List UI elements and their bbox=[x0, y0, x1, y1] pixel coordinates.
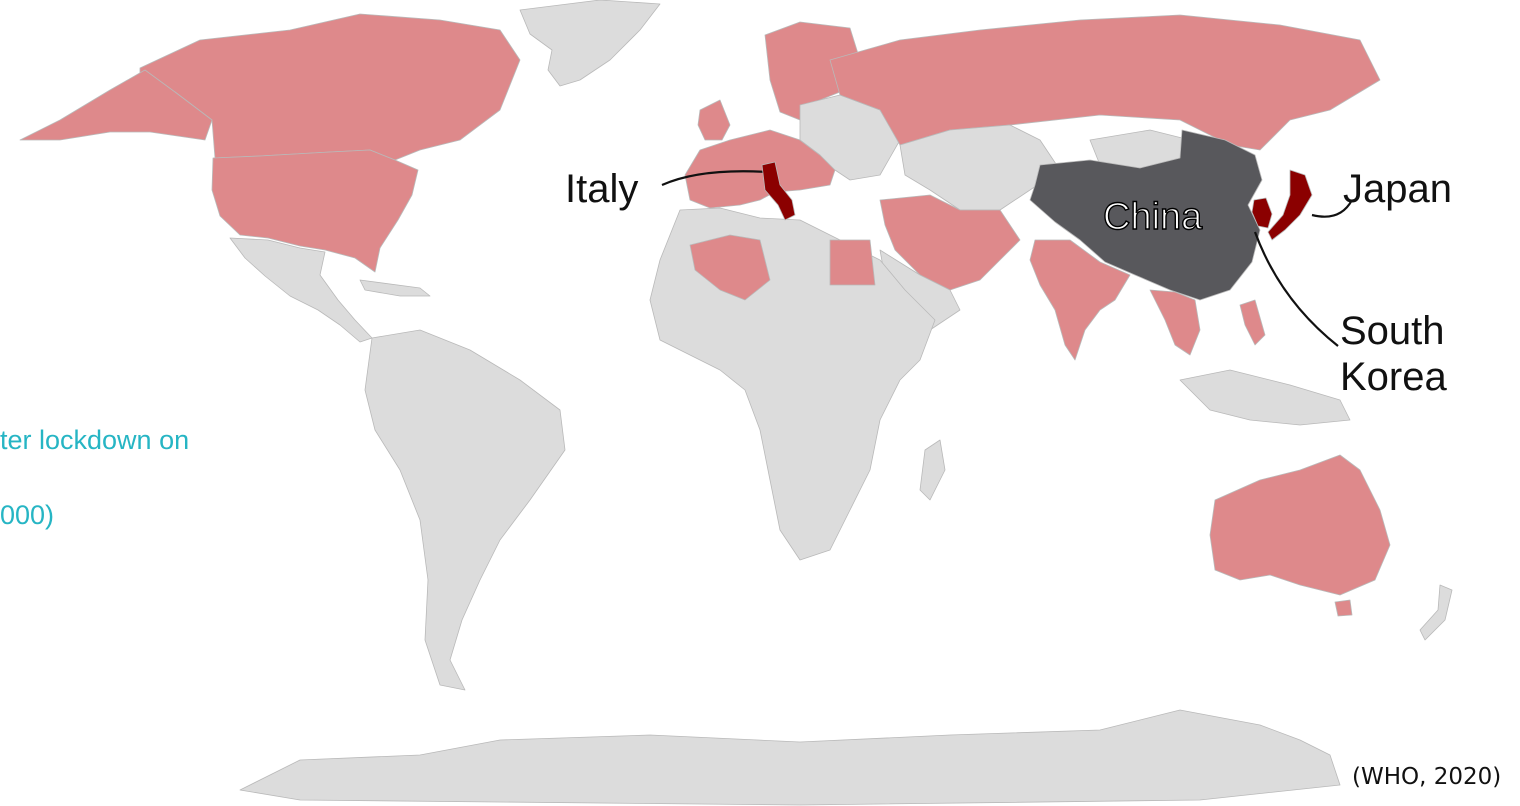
leader-lines bbox=[661, 170, 1353, 347]
country-greenland bbox=[519, 0, 661, 87]
region-middle-east bbox=[879, 194, 1021, 291]
country-madagascar bbox=[919, 439, 946, 501]
country-uk bbox=[697, 99, 731, 141]
region-central-asia bbox=[899, 124, 1061, 211]
country-alaska bbox=[19, 69, 213, 141]
country-tasmania bbox=[1334, 599, 1353, 617]
label-south-korea-line-2: Korea bbox=[1340, 355, 1447, 399]
continent-antarctica bbox=[239, 709, 1341, 806]
region-indonesia bbox=[1179, 369, 1351, 426]
country-india bbox=[1029, 239, 1131, 361]
country-australia bbox=[1209, 454, 1391, 596]
country-japan bbox=[1267, 169, 1313, 241]
label-japan: Japan bbox=[1343, 167, 1452, 211]
label-south-korea-line-1: South bbox=[1340, 309, 1445, 353]
region-southeast-asia bbox=[1149, 289, 1201, 356]
country-egypt bbox=[829, 239, 876, 286]
region-caribbean bbox=[359, 279, 431, 297]
country-new-zealand bbox=[1419, 584, 1453, 641]
region-europe bbox=[684, 129, 836, 209]
label-china: China bbox=[1102, 195, 1203, 238]
country-south-korea bbox=[1251, 197, 1273, 229]
leader-south-korea bbox=[1253, 231, 1339, 347]
source-citation: (WHO, 2020) bbox=[1352, 764, 1502, 790]
country-usa bbox=[211, 149, 419, 273]
continent-south-america bbox=[364, 329, 566, 691]
region-philippines bbox=[1239, 299, 1266, 346]
leader-japan bbox=[1311, 199, 1353, 218]
country-algeria bbox=[689, 234, 771, 301]
country-italy bbox=[761, 161, 796, 221]
caption-line-2: 000) bbox=[0, 500, 55, 530]
country-russia bbox=[829, 14, 1381, 151]
region-scandinavia bbox=[764, 21, 861, 121]
country-china bbox=[1029, 129, 1263, 301]
label-italy: Italy bbox=[565, 167, 639, 211]
caption-line-1: ter lockdown on bbox=[0, 425, 190, 455]
leader-italy bbox=[661, 170, 769, 187]
